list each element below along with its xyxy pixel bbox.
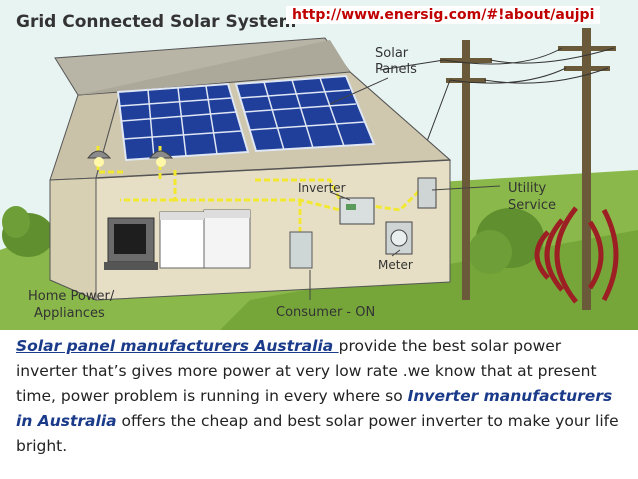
- tv: [104, 217, 158, 270]
- label-appliances: Appliances: [34, 306, 105, 321]
- breaker-panel: [289, 231, 313, 269]
- label-meter: Meter: [378, 258, 413, 272]
- caption-part-2: offers the cheap and best solar power in…: [16, 412, 619, 455]
- inverter-manufacturers-emphasis: Inverter manufacturers in Australia: [16, 387, 613, 430]
- label-utility: Utility: [508, 181, 547, 196]
- inverter: [339, 197, 375, 225]
- wiring: [120, 170, 427, 235]
- label-panels: Panels: [375, 62, 417, 77]
- utility-poles: [379, 28, 616, 310]
- leader-lines: [309, 77, 501, 300]
- caption-text: Solar panel manufacturers Australia prov…: [16, 334, 622, 459]
- shrub-left-top: [2, 206, 30, 238]
- manufacturers-link[interactable]: Solar panel manufacturers Australia: [16, 337, 339, 355]
- label-consumer: Consumer - ON: [276, 305, 375, 320]
- solar-system-diagram: Grid Connected Solar System Solar Panels…: [0, 0, 638, 330]
- solar-panels: [116, 74, 376, 162]
- signal-arcs: [534, 206, 619, 304]
- shrub-right-low: [468, 230, 512, 274]
- label-inverter: Inverter: [298, 181, 346, 195]
- meter: [385, 221, 413, 255]
- source-url[interactable]: http://www.enersig.com/#!about/aujpi: [286, 6, 601, 24]
- appliances: [159, 209, 251, 269]
- disconnect-box: [417, 177, 437, 209]
- ceiling-lights: [87, 150, 174, 167]
- label-service: Service: [508, 198, 556, 213]
- diagram-title: Grid Connected Solar System: [16, 12, 296, 32]
- label-solar: Solar: [375, 46, 409, 61]
- caption-part-1: provide the best solar power inverter th…: [16, 337, 597, 405]
- label-home-power: Home Power/: [28, 289, 115, 304]
